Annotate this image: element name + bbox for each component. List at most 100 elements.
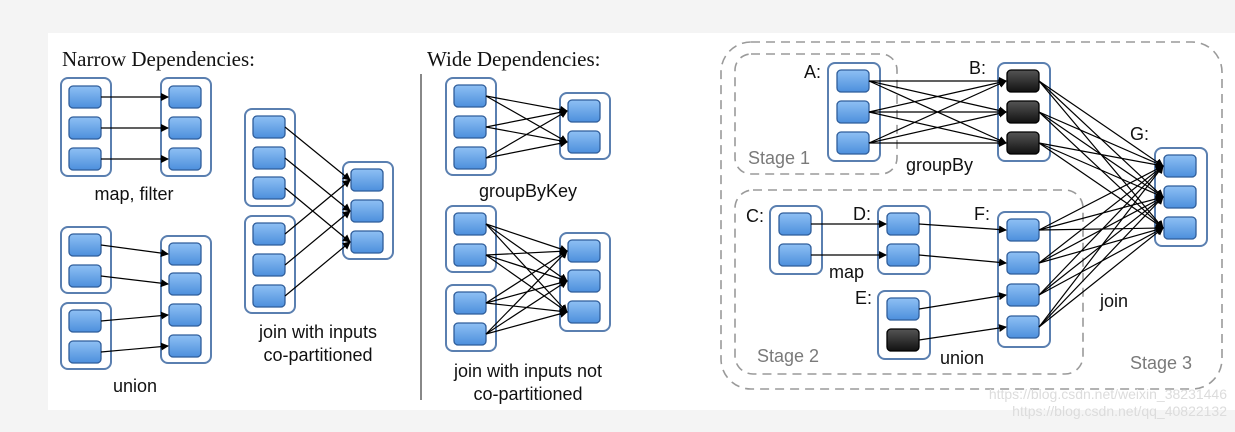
dependency-arrow-26 [485, 250, 568, 304]
rdd-c-partition-2 [778, 243, 812, 267]
dependency-arrow-6 [100, 311, 169, 322]
dependency-arrow-4 [100, 244, 169, 258]
rdd-wide-join-src1-partition-2 [453, 243, 487, 267]
rdd-join-src2-partition-3 [252, 284, 286, 308]
rdd-wide-join-dst-partition-2 [567, 269, 601, 293]
rdd-f-label: F: [974, 204, 990, 224]
rdd-f [997, 211, 1051, 348]
rdd-join-src1-partition-1 [252, 115, 286, 139]
rdd-wide-join-src1-partition-1 [453, 212, 487, 236]
rdd-wide-join-dst-partition-3 [567, 300, 601, 324]
dependency-arrow-47 [1038, 80, 1164, 167]
stage2-label: Stage 2 [757, 346, 819, 366]
rdd-a-partition-1 [836, 69, 870, 93]
rdd-d-partition-2 [886, 243, 920, 267]
dependency-arrow-14 [485, 95, 568, 114]
watermark-line2: https://blog.csdn.net/qq_40822132 [1012, 403, 1227, 419]
dependency-arrow-38 [868, 80, 1007, 144]
rdd-d-label: D: [853, 204, 871, 224]
rdd-b-label: B: [969, 58, 986, 78]
rdd-join-dst-partition-3 [350, 230, 384, 254]
dependency-arrow-10 [284, 187, 351, 243]
rdd-union-dst-partition-1 [168, 242, 202, 266]
rdd-groupbykey-src-partition-1 [453, 84, 487, 108]
rdd-join-src2 [244, 215, 296, 314]
wide-join-label-line1: join with inputs not [453, 361, 602, 381]
rdd-union-src2-partition-2 [68, 340, 102, 364]
stage2-boundary [734, 189, 1084, 375]
dependency-arrow-62 [1038, 165, 1164, 296]
dependency-arrow-8 [284, 126, 351, 181]
watermark: https://blog.csdn.net/weixin_38231446 ht… [989, 386, 1227, 420]
rdd-d-partition-1 [886, 212, 920, 236]
narrow-join-label-line1: join with inputs [258, 322, 377, 342]
rdd-c [769, 205, 823, 275]
dependency-arrow-53 [1038, 142, 1164, 169]
dependency-arrow-56 [1038, 165, 1164, 231]
dependency-arrow-57 [1038, 194, 1164, 231]
dependency-arrow-24 [485, 254, 568, 283]
rdd-a-partition-3 [836, 131, 870, 155]
stage1-label: Stage 1 [748, 148, 810, 168]
rdd-union-src2-partition-1 [68, 309, 102, 333]
rdd-c-label: C: [746, 206, 764, 226]
dependency-arrow-23 [485, 247, 568, 256]
rdd-union-src1 [60, 226, 112, 294]
rdd-e-label: E: [855, 288, 872, 308]
rdd-b-partition-3 [1006, 131, 1040, 155]
dependency-arrow-44 [918, 254, 1007, 267]
wide-join-label-line2: co-partitioned [473, 384, 582, 404]
rdd-map-dst-partition-3 [168, 147, 202, 171]
rdd-g-partition-1 [1163, 154, 1197, 178]
stage1-boundary [734, 53, 898, 175]
dependency-arrow-12 [284, 210, 351, 266]
rdd-e [877, 290, 931, 360]
map-label: map [829, 262, 864, 282]
rdd-f-partition-4 [1006, 315, 1040, 339]
dependency-arrow-9 [284, 157, 351, 212]
rdd-b-partition-2 [1006, 100, 1040, 124]
dependency-arrow-46 [918, 324, 1007, 341]
rdd-groupbykey-dst [559, 92, 611, 160]
rdd-g-label: G: [1130, 124, 1149, 144]
join-label: join [1099, 291, 1128, 311]
rdd-groupbykey-src-partition-3 [453, 146, 487, 170]
dependency-arrow-16 [485, 108, 568, 128]
rdd-groupbykey-src [445, 77, 497, 176]
dependency-arrow-5 [100, 275, 169, 288]
rdd-union-src1-partition-2 [68, 264, 102, 288]
dependency-arrow-20 [485, 223, 568, 253]
dependency-arrow-59 [1038, 165, 1164, 264]
rdd-join-src2-partition-2 [252, 253, 286, 277]
dependency-arrow-31 [485, 309, 568, 335]
rdd-g-partition-3 [1163, 216, 1197, 240]
rdd-join-src1-partition-3 [252, 176, 286, 200]
rdd-a-label: A: [804, 62, 821, 82]
dependency-arrow-13 [284, 241, 351, 297]
dependency-arrow-45 [918, 292, 1007, 310]
rdd-groupbykey-dst-partition-2 [567, 130, 601, 154]
rdd-join-src1 [244, 108, 296, 207]
dependency-arrow-11 [284, 179, 351, 235]
rdd-f-partition-2 [1006, 251, 1040, 275]
wide-heading: Wide Dependencies: [427, 47, 601, 71]
rdd-wide-join-dst-partition-1 [567, 239, 601, 263]
rdd-union-dst-partition-3 [168, 303, 202, 327]
dependency-arrow-19 [485, 139, 568, 159]
rdd-join-dst-partition-1 [350, 168, 384, 192]
rdd-join-src1-partition-2 [252, 146, 286, 170]
rdd-union-dst [160, 235, 212, 364]
rdd-map-src-partition-2 [68, 116, 102, 140]
stage3-label: Stage 3 [1130, 353, 1192, 373]
rdd-union-src1-partition-1 [68, 233, 102, 257]
rdd-map-src [60, 77, 112, 177]
rdd-map-dst-partition-2 [168, 116, 202, 140]
rdd-g-partition-2 [1163, 185, 1197, 209]
dependency-arrow-7 [100, 342, 169, 353]
rdd-a-partition-2 [836, 100, 870, 124]
rdd-dependencies-diagram: Narrow Dependencies: Wide Dependencies: … [60, 41, 1223, 404]
dependency-arrow-35 [868, 78, 1007, 113]
rdd-wide-join-src2-partition-2 [453, 322, 487, 346]
groupbykey-label: groupByKey [479, 181, 577, 201]
dependency-arrow-30 [485, 280, 568, 335]
